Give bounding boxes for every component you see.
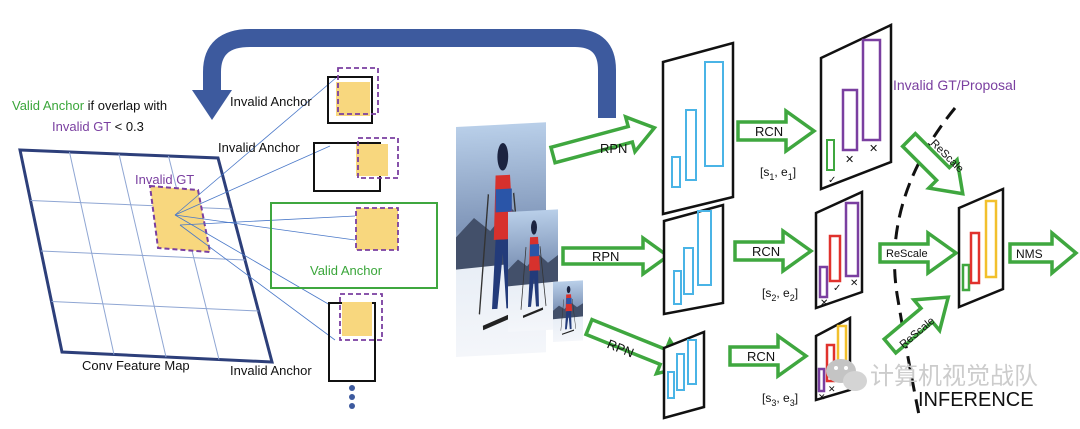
rpn-label-2: RPN: [592, 249, 619, 264]
cross-icon: ✕: [820, 298, 828, 309]
watermark: 计算机视觉战队: [826, 359, 1038, 391]
cross-icon: ✕: [818, 392, 826, 402]
rpn-arrow-2: RPN: [561, 234, 671, 278]
inference-label: INFERENCE: [918, 389, 1034, 411]
anchor-invalid-3: Invalid Anchor: [230, 293, 383, 382]
more-anchors-dots: [349, 385, 355, 409]
anchor-label-1: Invalid Anchor: [230, 94, 312, 109]
valid-rule-line2: Invalid GT < 0.3: [52, 119, 144, 134]
scale-range-2: [s2, e2]: [762, 286, 798, 303]
wechat-icon: [826, 359, 867, 391]
proposal-frame-1: [661, 41, 735, 216]
anchor-valid: Valid Anchor: [270, 202, 438, 289]
proposal-frame-2: [662, 203, 725, 316]
scale-range-3: [s3, e3]: [762, 391, 798, 408]
nms-arrow: NMS: [1008, 229, 1079, 277]
rpn-arrow-1: RPN: [548, 114, 658, 165]
rescale-label-2: ReScale: [886, 248, 928, 260]
threshold-text: < 0.3: [111, 119, 144, 134]
rescale-arrow-2: ReScale: [878, 229, 960, 277]
cross-icon: ✕: [845, 154, 854, 166]
cross-icon: ✕: [850, 278, 858, 289]
invalid-gt-region: [148, 184, 212, 254]
cross-icon: ✕: [869, 143, 878, 155]
inference-boundary: [893, 107, 957, 421]
anchor-label-3: Invalid Anchor: [230, 363, 312, 378]
projection-lines: [174, 76, 356, 341]
conv-feature-map: Invalid GT Conv Feature Map: [18, 148, 274, 373]
anchor-label-valid: Valid Anchor: [310, 263, 383, 278]
nms-label: NMS: [1016, 247, 1043, 261]
scale-labels: [s1, e1] [s2, e2] [s3, e3]: [760, 165, 798, 408]
rescale-arrow-3: ReScale: [881, 295, 951, 356]
check-icon: ✓: [833, 283, 841, 294]
rcn-arrow-2: RCN: [733, 227, 815, 275]
rpn-label-1: RPN: [600, 141, 627, 156]
rcn-label-3: RCN: [747, 349, 775, 364]
check-icon: ✓: [828, 175, 836, 186]
cross-icon: ✕: [828, 384, 836, 394]
feedback-arrow: [203, 29, 616, 118]
proposal-frame-3: [662, 330, 706, 420]
detection-frame-1: ✓ ✕ ✕: [819, 23, 893, 191]
anchor-invalid-1: Invalid Anchor: [230, 67, 379, 124]
valid-rule-line1: Valid Anchor if overlap with: [12, 98, 167, 113]
rcn-label-1: RCN: [755, 124, 783, 139]
watermark-text: 计算机视觉战队: [870, 363, 1038, 390]
merged-frame: [957, 187, 1005, 309]
rcn-arrow-1: RCN: [736, 107, 818, 155]
invalid-gt-term: Invalid GT: [52, 119, 111, 134]
feature-map-gt-label: Invalid GT: [135, 172, 194, 187]
feedback-arrow-head: [192, 90, 232, 120]
rcn-label-2: RCN: [752, 244, 780, 259]
anchor-invalid-2: Invalid Anchor: [218, 137, 399, 192]
rcn-arrow-3: RCN: [728, 332, 810, 380]
valid-rule-text: if overlap with: [84, 98, 167, 113]
feature-map-caption: Conv Feature Map: [82, 358, 190, 373]
detection-frame-2: ✕ ✓ ✕: [814, 190, 864, 310]
invalid-gt-proposal-label: Invalid GT/Proposal: [893, 77, 1016, 93]
scale-range-1: [s1, e1]: [760, 165, 796, 182]
valid-anchor-term: Valid Anchor: [12, 98, 85, 113]
anchor-label-2: Invalid Anchor: [218, 140, 300, 155]
rescale-arrow-1: ReScale: [900, 131, 966, 196]
